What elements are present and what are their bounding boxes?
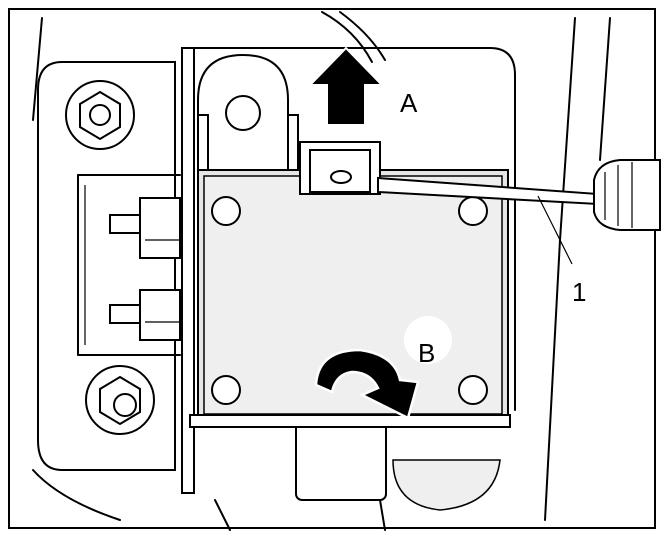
- screwdriver-icon: [377, 159, 661, 231]
- callout-a-label: A: [400, 88, 418, 118]
- callout-1-label: 1: [572, 277, 586, 307]
- bolt-icon: [85, 365, 155, 435]
- airbag-control-module: [189, 169, 511, 428]
- arrow-up-icon: [307, 46, 385, 126]
- screw-hole-top-left: [211, 196, 241, 226]
- callout-1-leader: [537, 195, 573, 265]
- mounting-bracket: [37, 61, 181, 471]
- screw-hole-top-right: [458, 196, 488, 226]
- locking-clip: [299, 141, 381, 195]
- nut-icon: [65, 80, 135, 150]
- callout-b-label: B: [418, 338, 435, 368]
- highlight-spot: [404, 316, 452, 364]
- screw-hole-bottom-right: [458, 375, 488, 405]
- screw-hole-bottom-left: [211, 375, 241, 405]
- module-upper-tab: [197, 53, 299, 171]
- connector-pins: [109, 197, 181, 341]
- module-backplate: [181, 47, 516, 494]
- curved-arrow-icon: [314, 348, 420, 420]
